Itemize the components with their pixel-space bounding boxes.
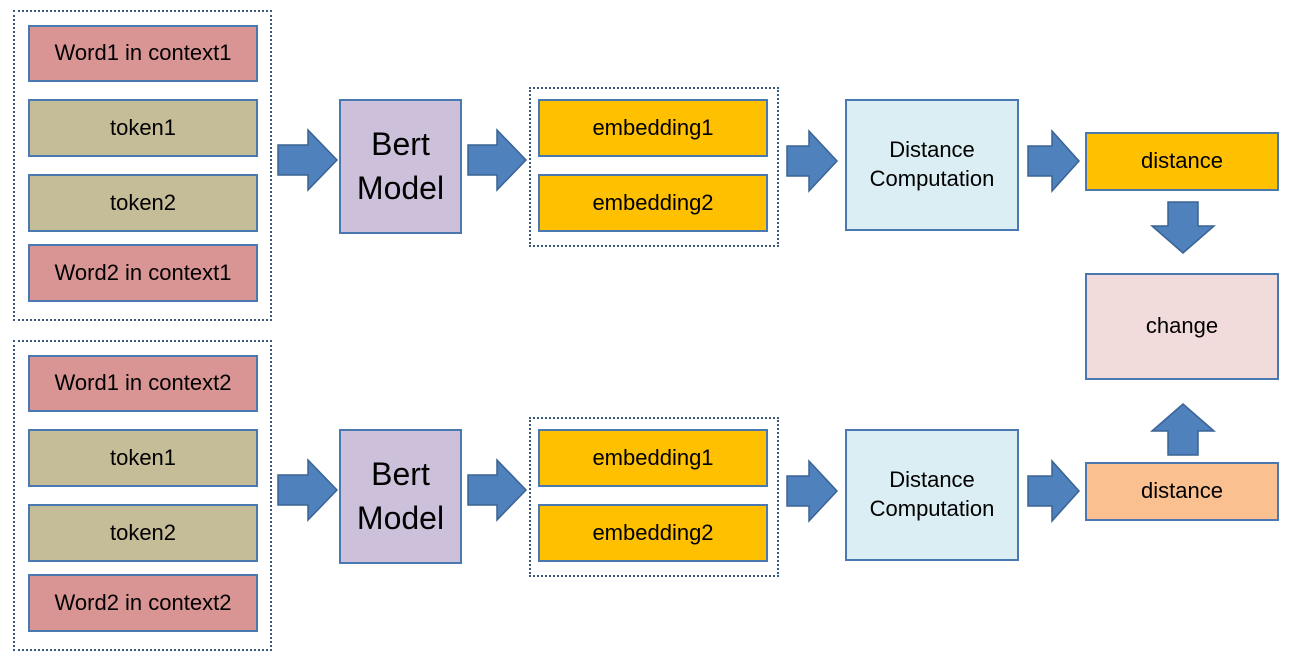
word1-context1-label: Word1 in context1 — [54, 40, 232, 66]
embedding1-box-row1: embedding1 — [538, 99, 768, 157]
token2-box-row1: token2 — [28, 174, 258, 232]
arrow-right-icon — [277, 128, 339, 192]
embedding-group-row2 — [529, 417, 779, 577]
distance-output-box-row1: distance — [1085, 132, 1279, 191]
bert-model-label-row1: Bert Model — [356, 126, 445, 206]
embedding2-box-row1: embedding2 — [538, 174, 768, 232]
token2-label-row2: token2 — [109, 519, 177, 545]
distance-computation-label-row2: Distance Computation — [869, 467, 995, 521]
embedding-group-row1 — [529, 87, 779, 247]
embedding1-label-row1: embedding1 — [592, 114, 714, 140]
arrow-down-icon — [1149, 201, 1217, 254]
distance-output-label-row1: distance — [1141, 148, 1223, 174]
embedding2-box-row2: embedding2 — [538, 504, 768, 562]
arrow-up-icon — [1149, 403, 1217, 456]
arrow-right-icon — [467, 128, 528, 192]
arrow-right-icon — [467, 458, 528, 522]
token1-label-row1: token1 — [109, 114, 177, 140]
bert-model-box-row1: Bert Model — [339, 99, 462, 234]
distance-computation-label-row1: Distance Computation — [869, 137, 995, 191]
distance-output-box-row2: distance — [1085, 462, 1279, 521]
token2-box-row2: token2 — [28, 504, 258, 562]
input-group-context2 — [13, 340, 272, 651]
change-label: change — [1145, 313, 1219, 339]
arrow-right-icon — [1027, 129, 1081, 193]
embedding2-label-row1: embedding2 — [592, 189, 714, 215]
token1-box-row1: token1 — [28, 99, 258, 157]
distance-computation-box-row1: Distance Computation — [845, 99, 1019, 231]
arrow-right-icon — [277, 458, 339, 522]
word1-context1-box: Word1 in context1 — [28, 25, 258, 82]
bert-model-label-row2: Bert Model — [356, 456, 445, 536]
distance-output-label-row2: distance — [1141, 478, 1223, 504]
embedding1-box-row2: embedding1 — [538, 429, 768, 487]
change-box: change — [1085, 273, 1279, 380]
input-group-context1 — [13, 10, 272, 321]
arrow-right-icon — [786, 129, 839, 193]
distance-computation-box-row2: Distance Computation — [845, 429, 1019, 561]
word2-context2-label: Word2 in context2 — [54, 589, 232, 615]
word1-context2-box: Word1 in context2 — [28, 355, 258, 412]
embedding1-label-row2: embedding1 — [592, 444, 714, 470]
word2-context1-box: Word2 in context1 — [28, 244, 258, 302]
word2-context2-box: Word2 in context2 — [28, 574, 258, 632]
arrow-right-icon — [786, 459, 839, 523]
word1-context2-label: Word1 in context2 — [54, 370, 232, 396]
token1-label-row2: token1 — [109, 444, 177, 470]
bert-model-box-row2: Bert Model — [339, 429, 462, 564]
token2-label-row1: token2 — [109, 189, 177, 215]
word2-context1-label: Word2 in context1 — [54, 259, 232, 285]
arrow-right-icon — [1027, 459, 1081, 523]
token1-box-row2: token1 — [28, 429, 258, 487]
embedding2-label-row2: embedding2 — [592, 519, 714, 545]
